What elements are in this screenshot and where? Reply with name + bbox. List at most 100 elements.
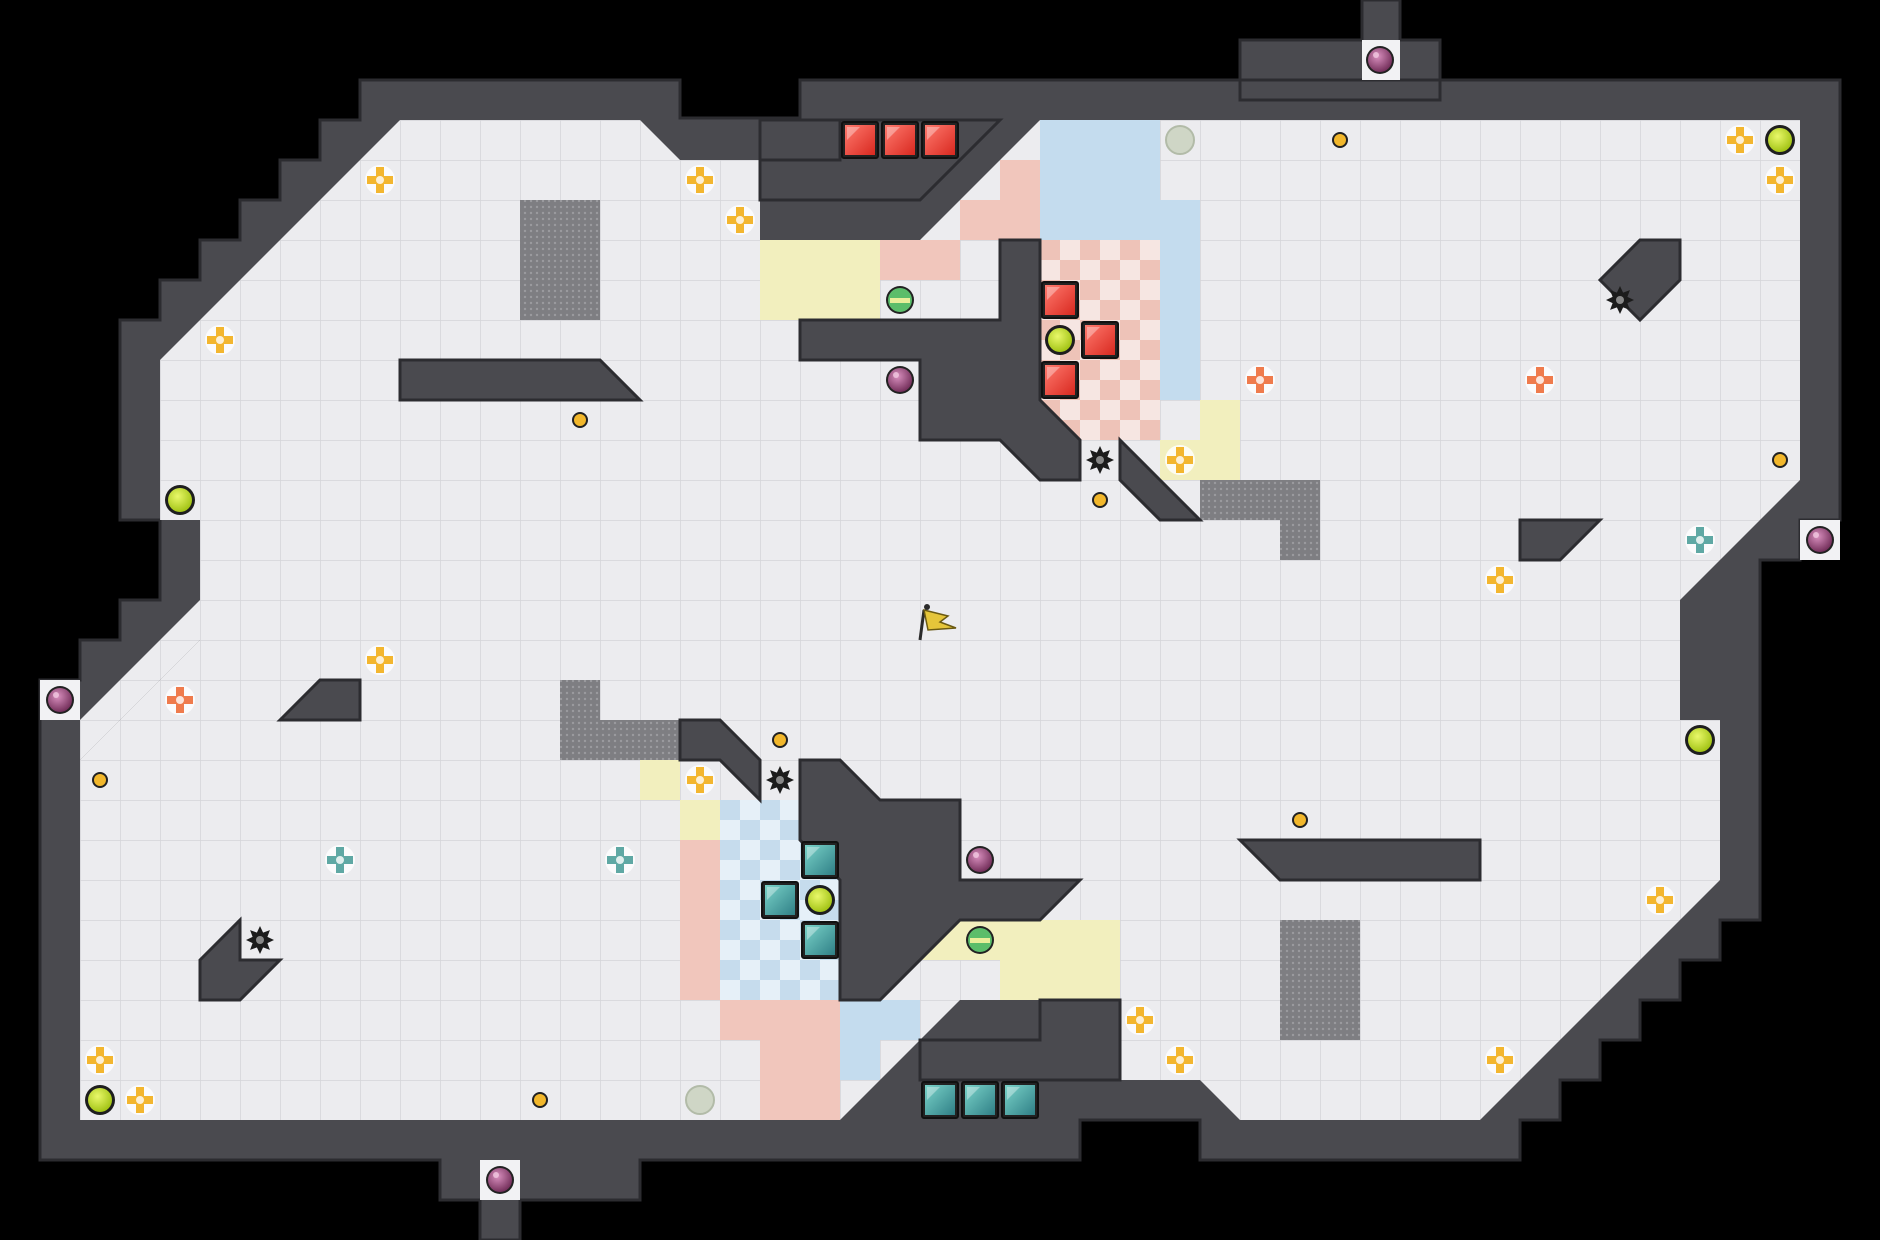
metal-block — [560, 720, 680, 760]
red-zone-tile — [1000, 160, 1040, 240]
button-core — [1294, 814, 1306, 826]
neutral-flag — [918, 604, 957, 641]
boost-pad — [365, 645, 395, 675]
item-layer — [46, 46, 1834, 1194]
spike — [1086, 446, 1114, 474]
blue-spawn-tile-shine — [927, 1087, 940, 1100]
spike — [246, 926, 274, 954]
boost-pad — [1725, 125, 1755, 155]
button — [772, 732, 788, 748]
blue-spawn-tile-shine — [1007, 1087, 1020, 1100]
powerup — [1045, 325, 1075, 355]
red-boost-pad — [165, 685, 195, 715]
red-spawn-tile-fill — [885, 125, 915, 155]
inner-wall — [798, 238, 1082, 482]
bomb — [966, 846, 994, 874]
boost-pad-core — [1496, 1056, 1504, 1064]
boost-pad — [725, 205, 755, 235]
red-spawn-tile — [841, 121, 879, 159]
blue-zone-tile — [1160, 240, 1200, 400]
boost-pad — [1645, 885, 1675, 915]
boost-pad — [685, 165, 715, 195]
bomb — [1366, 46, 1394, 74]
blue-spawn-tile — [801, 841, 839, 879]
button-core — [534, 1094, 546, 1106]
bomb-ball — [1368, 48, 1392, 72]
button — [1772, 452, 1788, 468]
inner-wall — [1236, 838, 1482, 882]
boost-pad-core — [216, 336, 224, 344]
boost-pad — [1485, 1045, 1515, 1075]
boost-pad-core — [96, 1056, 104, 1064]
metal-block — [520, 200, 600, 320]
neutral-zone-tile — [760, 240, 880, 320]
bomb-ball — [888, 368, 912, 392]
button — [532, 1092, 548, 1108]
inner-wall — [758, 118, 842, 162]
powerup — [165, 485, 195, 515]
powerup — [1765, 125, 1795, 155]
red-boost-pad — [1525, 365, 1555, 395]
teal-boost-pad-core — [616, 856, 624, 864]
spike-core — [1616, 296, 1624, 304]
flag-cloth — [923, 608, 957, 631]
blue-spawn-tile-fill — [965, 1085, 995, 1115]
boost-pad — [365, 165, 395, 195]
red-spawn-tile — [1041, 281, 1079, 319]
inner-wall — [918, 998, 1122, 1082]
boost-pad — [1125, 1005, 1155, 1035]
neutral-zone-tile — [640, 760, 680, 800]
floor-patch — [80, 600, 200, 760]
boost-pad-core — [136, 1096, 144, 1104]
boost-pad-core — [696, 176, 704, 184]
blue-zone-tile — [1120, 200, 1200, 240]
button-core — [774, 734, 786, 746]
boost-pad-core — [1176, 456, 1184, 464]
red-spawn-tile-fill — [845, 125, 875, 155]
bomb-ball — [48, 688, 72, 712]
bomb-spark — [493, 1172, 499, 1178]
red-boost-pad-core — [1536, 376, 1544, 384]
blue-spawn-tile — [801, 921, 839, 959]
flag-pole — [918, 609, 926, 641]
rolling-bomb — [966, 926, 994, 954]
button-core — [1334, 134, 1346, 146]
flag-top — [924, 604, 930, 610]
button-core — [1094, 494, 1106, 506]
red-spawn-tile — [1041, 361, 1079, 399]
powerup-ball — [1768, 128, 1792, 152]
bomb-spark — [1373, 52, 1379, 58]
inner-wall — [1238, 78, 1442, 102]
spike-core — [1096, 456, 1104, 464]
powerup-ball — [1048, 328, 1072, 352]
red-zone-tile — [720, 1000, 760, 1040]
powerup — [1685, 725, 1715, 755]
powerup — [805, 885, 835, 915]
red-spawn-tile-shine — [1087, 327, 1100, 340]
blue-spawn-tile — [961, 1081, 999, 1119]
button — [92, 772, 108, 788]
button-core — [94, 774, 106, 786]
blue-spawn-tile — [921, 1081, 959, 1119]
boost-pad-core — [1496, 576, 1504, 584]
boost-pad-core — [1176, 1056, 1184, 1064]
red-boost-pad — [1245, 365, 1275, 395]
red-spawn-tile-fill — [1045, 285, 1075, 315]
boost-pad-core — [1736, 136, 1744, 144]
blue-zone-tile — [840, 1040, 880, 1080]
blue-spawn-tile-shine — [767, 887, 780, 900]
rolling-bomb — [886, 286, 914, 314]
boost-pad-core — [696, 776, 704, 784]
button-core — [1774, 454, 1786, 466]
button — [572, 412, 588, 428]
bomb — [886, 366, 914, 394]
blue-spawn-tile-fill — [805, 845, 835, 875]
blue-spawn-tile-fill — [765, 885, 795, 915]
blue-spawn-tile — [1001, 1081, 1039, 1119]
powerup-ball — [168, 488, 192, 512]
boost-pad-core — [1656, 896, 1664, 904]
neutral-zone-tile — [680, 800, 720, 840]
bomb-spark — [1813, 532, 1819, 538]
